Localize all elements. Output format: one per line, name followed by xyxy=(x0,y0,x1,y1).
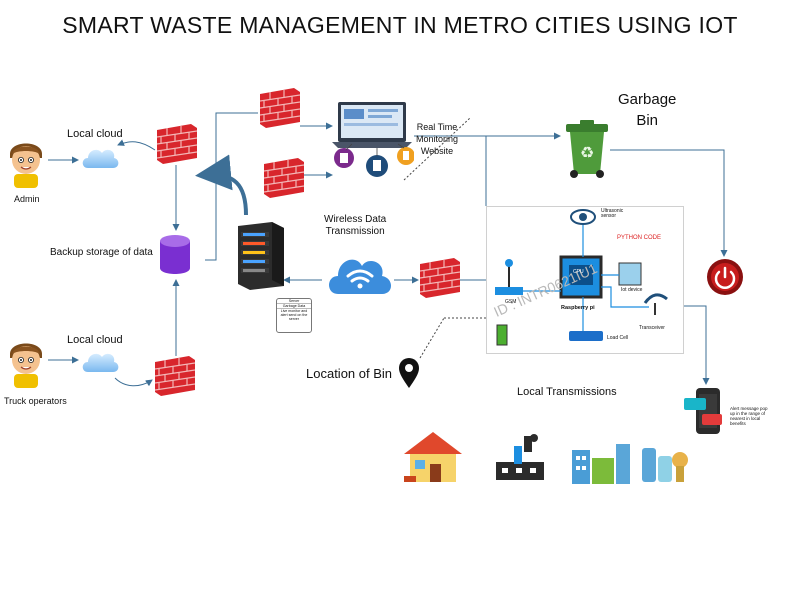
server-info-title: Server xyxy=(277,299,311,304)
phone-alert-icon xyxy=(684,388,722,434)
city-buildings-icon xyxy=(572,444,630,484)
page-title: SMART WASTE MANAGEMENT IN METRO CITIES U… xyxy=(62,12,738,38)
load-cell-label: Load Cell xyxy=(607,335,629,341)
dotted-location-link xyxy=(419,317,445,359)
cloud-icon xyxy=(82,149,119,168)
wireless-data-label: Wireless Data Transmission xyxy=(324,214,387,237)
map-pin-icon xyxy=(399,358,419,388)
arrow-bin-power xyxy=(610,149,728,257)
firewall-icon xyxy=(260,88,300,128)
firewall-icon xyxy=(264,158,304,198)
person-truck-operator-icon xyxy=(10,343,42,388)
cpu-label: CPU xyxy=(573,269,584,275)
firewall-icon xyxy=(155,356,195,396)
arrow-firewall-cloud xyxy=(117,139,156,151)
industrial-tanks-icon xyxy=(642,448,688,482)
dotted-website-link xyxy=(403,117,471,181)
location-of-bin-label: Location of Bin xyxy=(306,366,393,381)
local-transmissions-label: Local Transmissions xyxy=(517,386,617,398)
iot-device-label: Iot device xyxy=(621,287,643,293)
website-monitor-icon xyxy=(332,102,414,177)
gsm-label: GSM xyxy=(505,299,517,305)
alert-message-text: Alert message pop up in the range of nea… xyxy=(730,406,768,426)
firewall-icon xyxy=(157,124,197,164)
gsm-icon xyxy=(495,259,523,295)
raspberry-label: Raspberry pi xyxy=(561,305,595,311)
hardware-diagram: ID : INTR0621IU1 xyxy=(491,209,668,346)
ultrasonic-label: Ultrasonic sensor xyxy=(601,208,624,219)
server-info-live-monitor: Live monitor and alert send on the serve… xyxy=(280,309,308,321)
server-info-box: Server Garbage Data Live monitor and ale… xyxy=(276,298,312,333)
server-rack-icon xyxy=(238,222,284,290)
transceiver-icon xyxy=(643,293,668,315)
person-admin-icon xyxy=(10,143,42,188)
arrow-panel-phone xyxy=(674,305,710,385)
truck-operators-label: Truck operators xyxy=(4,396,67,406)
firewall-icon xyxy=(420,258,460,298)
wifi-cloud-icon xyxy=(329,259,391,294)
local-cloud-top-label: Local cloud xyxy=(67,128,123,140)
power-button-icon xyxy=(707,259,743,295)
garbage-bin-label: Garbage Bin xyxy=(618,91,677,129)
garbage-bin-icon: ♻ xyxy=(566,120,608,178)
admin-label: Admin xyxy=(14,194,40,204)
factory-icon xyxy=(496,434,544,480)
transceiver-label: Transceiver xyxy=(639,325,665,331)
ultrasonic-sensor-icon xyxy=(570,209,596,225)
svg-text:♻: ♻ xyxy=(580,143,594,162)
hardware-panel: ID : INTR0621IU1 Ultrasonic sensor PYTHO… xyxy=(486,206,684,354)
database-icon xyxy=(160,235,190,274)
arrow-cloud-firewall-bottom xyxy=(114,377,153,387)
house-icon xyxy=(404,432,462,482)
backup-storage-label: Backup storage of data xyxy=(50,247,153,258)
arrow-server-firewall xyxy=(195,154,248,216)
local-cloud-bottom-label: Local cloud xyxy=(67,334,123,346)
server-info-garbage-data: Garbage Data xyxy=(277,304,311,309)
python-code-label: PYTHON CODE xyxy=(617,235,662,241)
real-time-website-label: Real Time Monitoring Website xyxy=(416,122,459,156)
cloud-icon xyxy=(82,353,119,372)
